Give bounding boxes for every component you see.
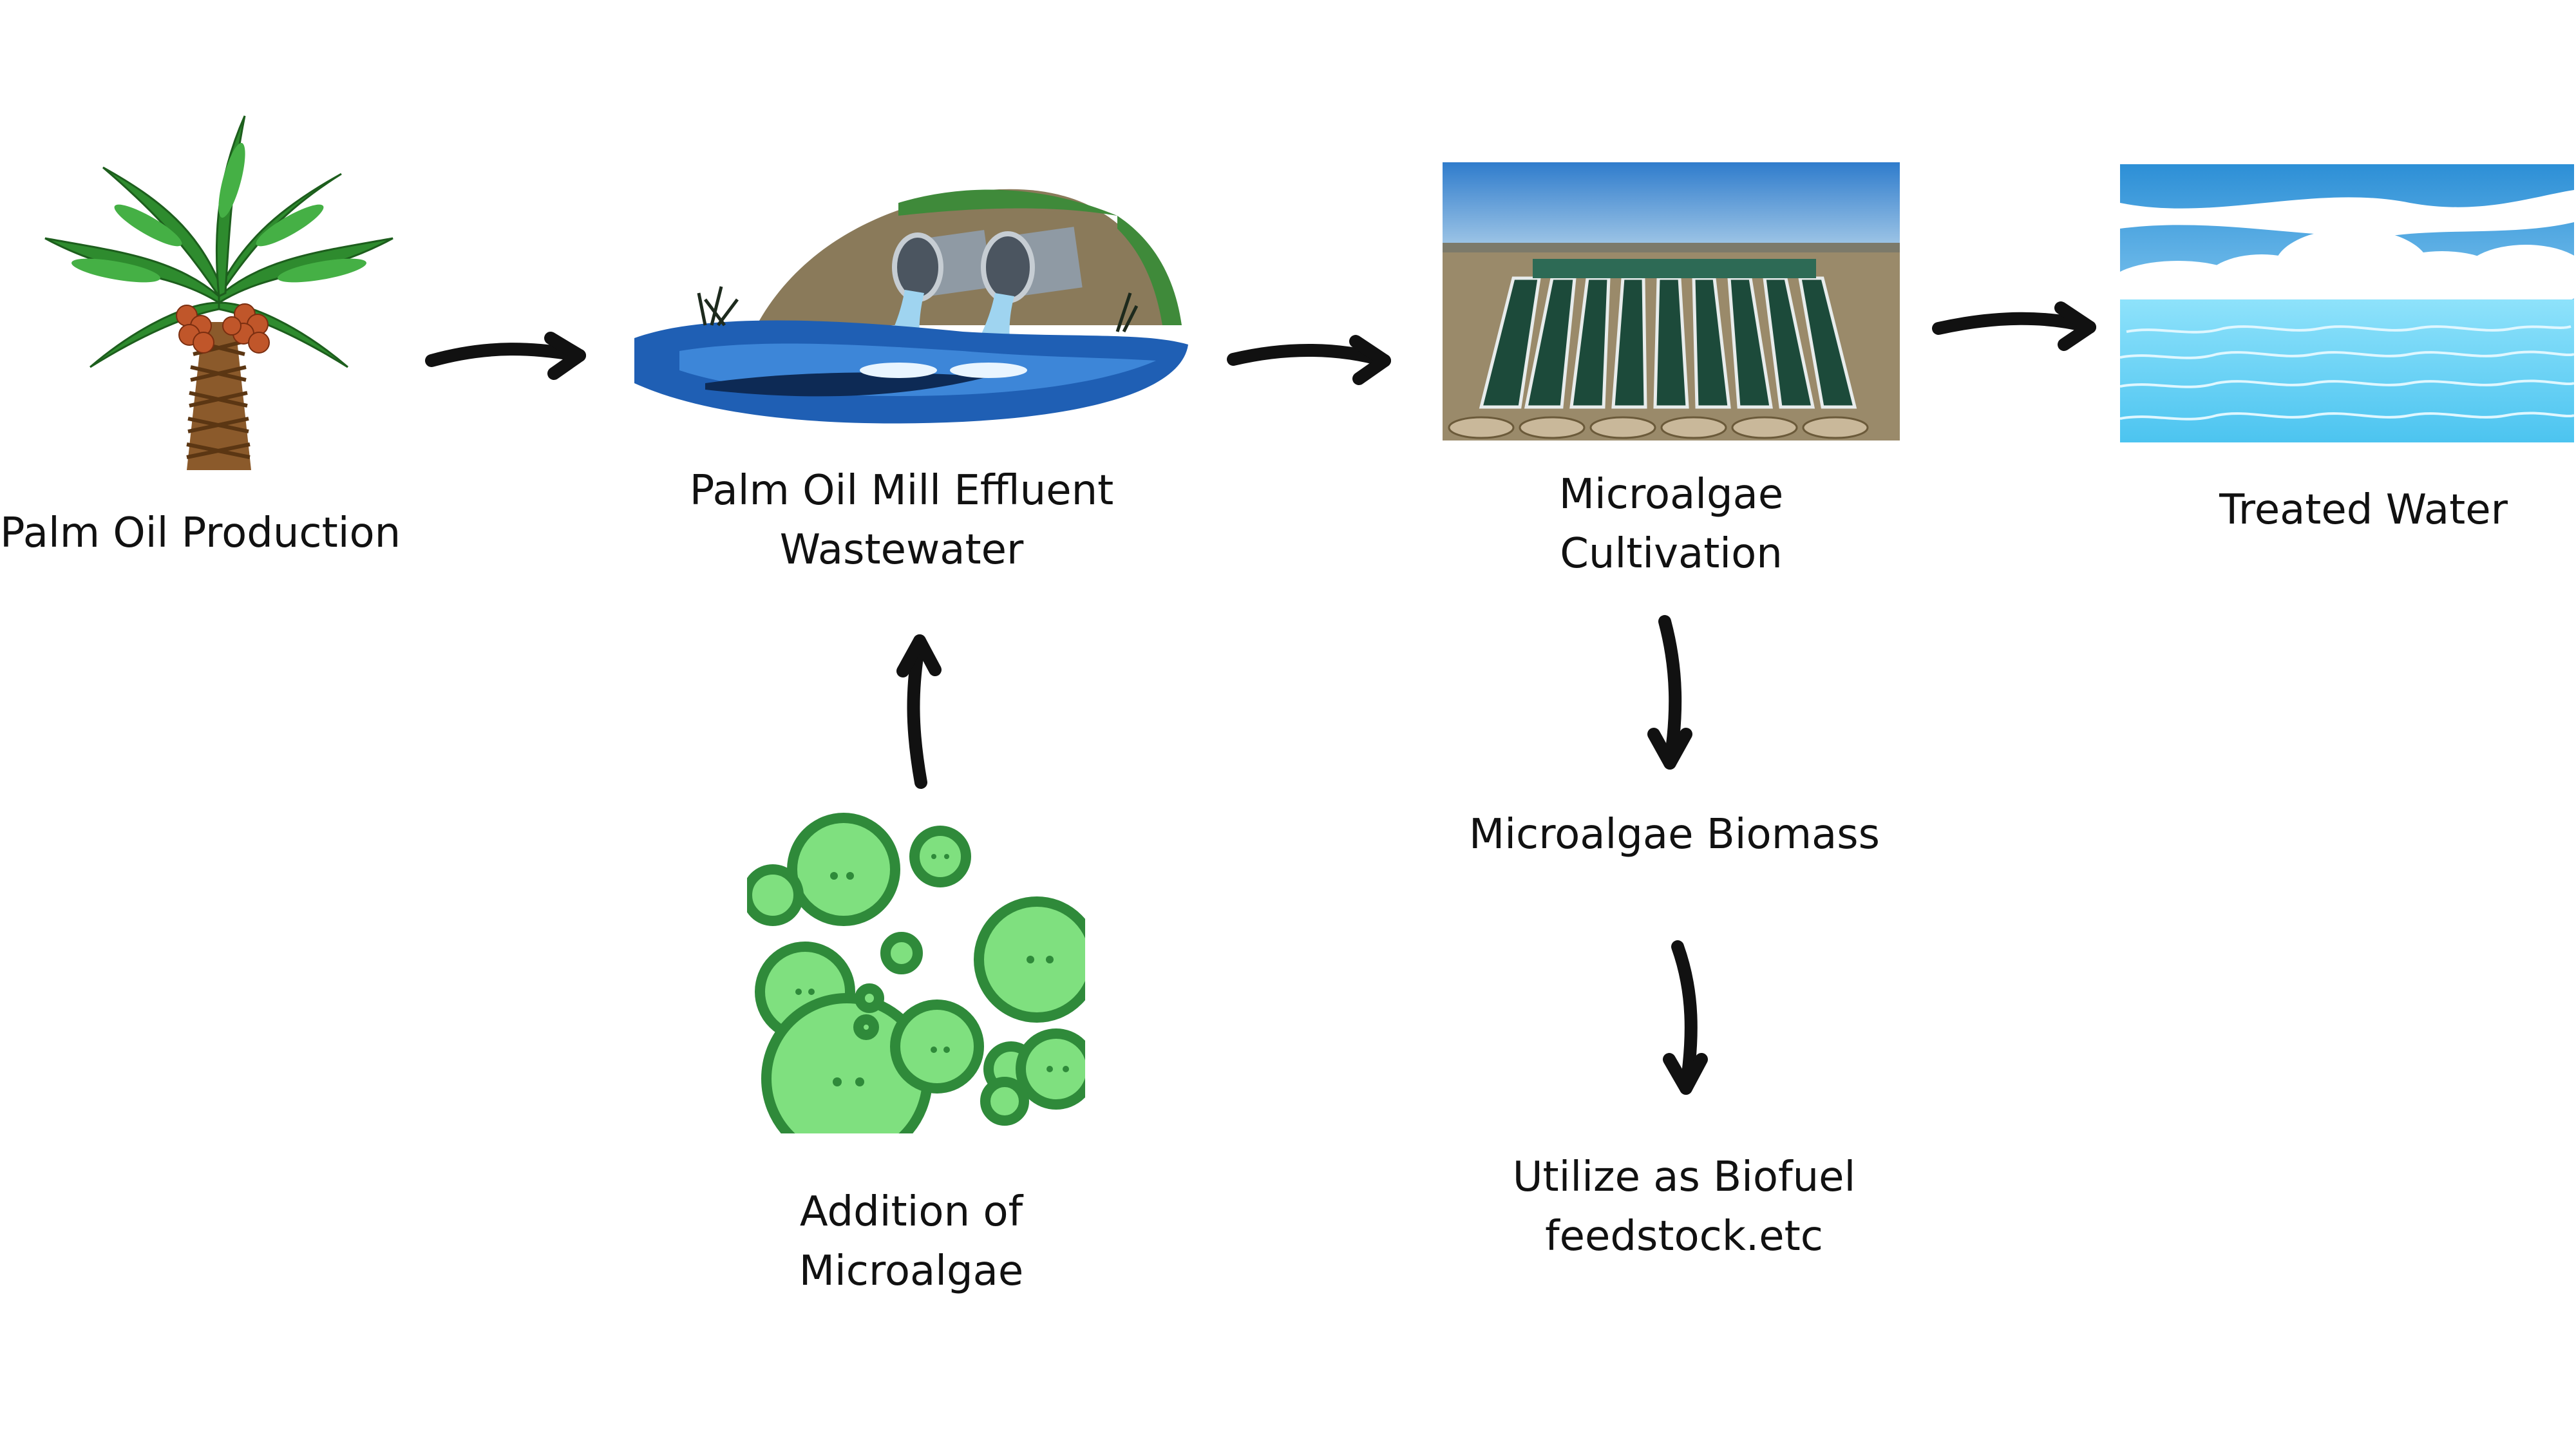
clean-water-icon — [2120, 164, 2574, 442]
biofuel-label-line1: Utilize as Biofuel — [1512, 1153, 1856, 1201]
microalgae-biomass-label: Microalgae Biomass — [1469, 811, 1880, 858]
palm-tree-icon — [44, 115, 393, 470]
biofuel-label: Utilize as Biofuel feedstock.etc — [1488, 1148, 1880, 1266]
microalgae-cells-image — [747, 799, 1085, 1133]
arrow-pome-to-cultivation — [1227, 335, 1391, 385]
pome-wastewater-label: Palm Oil Mill Effluent Wastewater — [644, 461, 1159, 580]
palm-tree-image — [39, 109, 399, 477]
microalgae-cultivation-label-line2: Cultivation — [1560, 530, 1783, 578]
arrow-cultivation-to-treated-water — [1932, 301, 2096, 351]
wastewater-image — [628, 177, 1195, 435]
microalgae-cultivation-label: Microalgae Cultivation — [1468, 465, 1874, 583]
addition-of-microalgae-label: Addition of Microalgae — [741, 1182, 1082, 1301]
palm-oil-production-label: Palm Oil Production — [0, 509, 401, 557]
arrow-palm-to-pome — [425, 332, 586, 380]
biofuel-label-line2: feedstock.etc — [1545, 1213, 1823, 1260]
addition-of-microalgae-label-line2: Microalgae — [799, 1247, 1024, 1295]
arrow-cultivation-to-biomass — [1647, 615, 1692, 770]
addition-of-microalgae-label-line1: Addition of — [799, 1188, 1023, 1236]
cultivation-image — [1443, 162, 1900, 440]
microalgae-cultivation-label-line1: Microalgae — [1558, 471, 1784, 518]
treated-water-image — [2120, 164, 2574, 442]
wastewater-pipes-icon — [634, 189, 1188, 424]
arrow-biomass-to-biofuel — [1663, 940, 1708, 1095]
pome-wastewater-label-line1: Palm Oil Mill Effluent — [689, 467, 1114, 515]
treated-water-label: Treated Water — [2219, 486, 2508, 534]
pome-wastewater-label-line2: Wastewater — [779, 526, 1024, 574]
microalgae-cells-icon — [747, 813, 1085, 1133]
arrow-addition-to-pome — [896, 634, 942, 789]
raceway-ponds-photo — [1443, 162, 1900, 440]
